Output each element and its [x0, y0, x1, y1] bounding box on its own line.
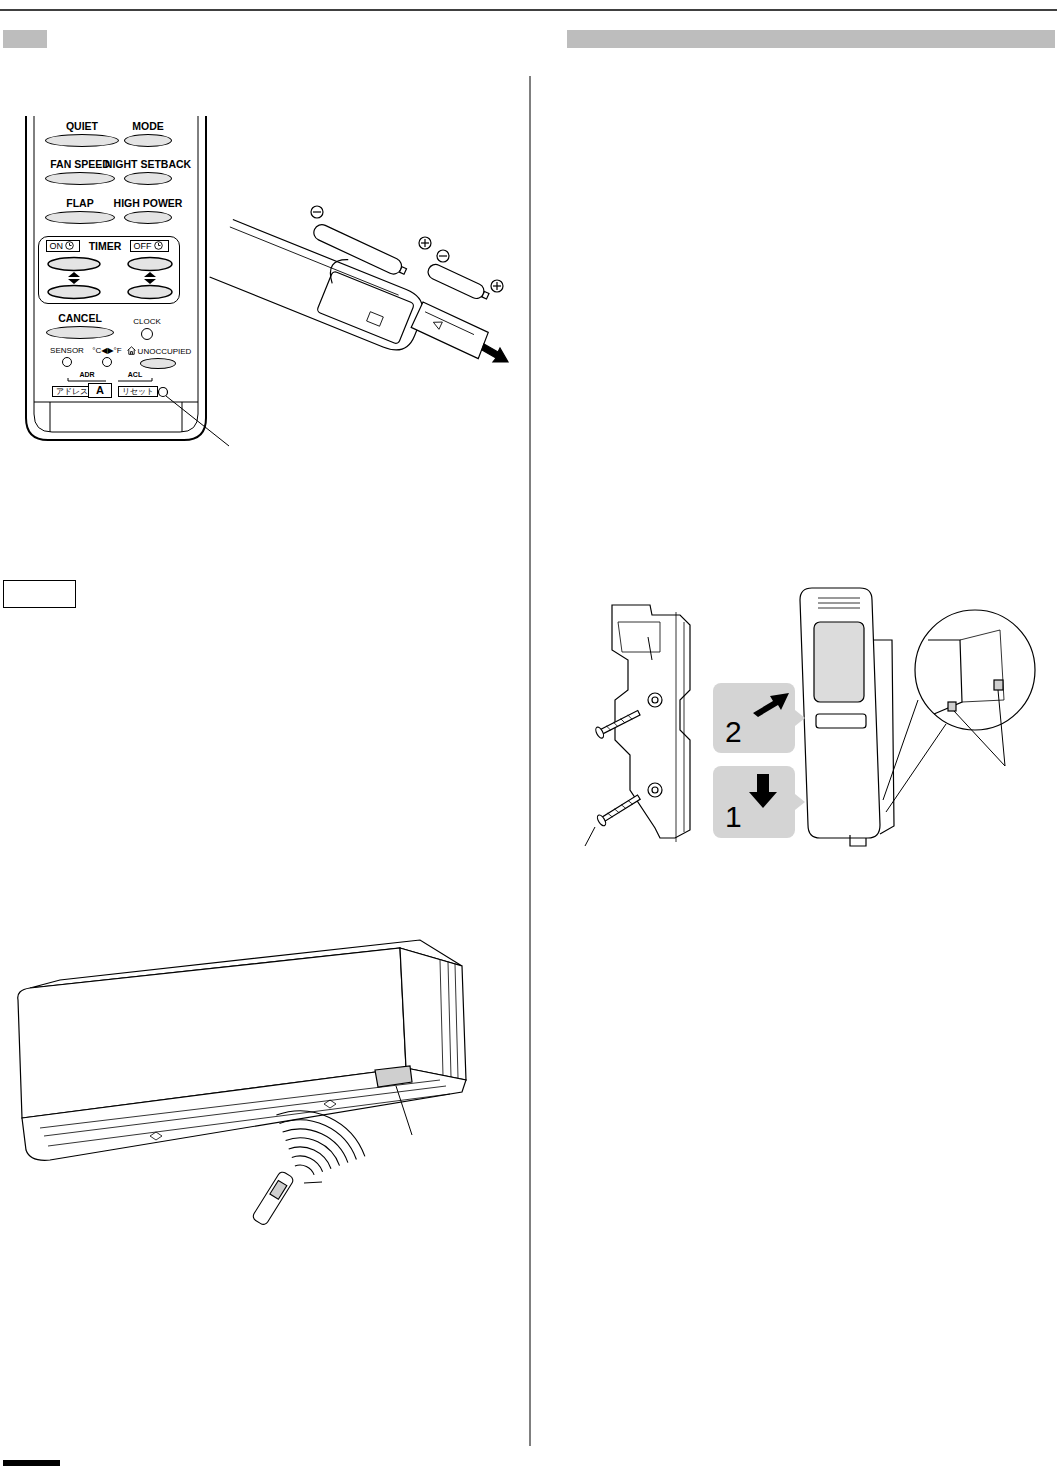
- clock-icon: [65, 241, 74, 250]
- button-caption: SENSOR: [50, 346, 84, 355]
- header-bar: [3, 30, 47, 48]
- button-label: °C◀▶°F: [92, 346, 121, 355]
- button-label: FAN SPEED: [50, 158, 110, 170]
- step-number-holder: 2: [725, 717, 742, 747]
- header-bar: [567, 30, 1055, 48]
- remote-button: UNOCCUPIED: [125, 346, 192, 369]
- button-oval: [124, 211, 172, 224]
- home-icon: [127, 346, 136, 355]
- column-divider: [530, 76, 531, 1446]
- remote-button: FAN SPEED: [45, 158, 115, 185]
- key-label: ON: [50, 241, 64, 251]
- button-oval: [140, 358, 176, 369]
- key-box: アドレス: [52, 386, 92, 397]
- button-round: [62, 357, 72, 367]
- key-box: リセット: [118, 386, 158, 397]
- indoor-unit: [18, 940, 466, 1160]
- button-label: SENSOR: [50, 346, 84, 355]
- button-label: CANCEL: [58, 312, 102, 324]
- remote-button: MODE: [124, 120, 172, 147]
- remote-button: QUIET: [45, 120, 119, 147]
- key-label: アドレス: [56, 387, 88, 396]
- round-button: SENSOR: [50, 346, 84, 367]
- button-oval: [46, 326, 114, 339]
- button-caption: UNOCCUPIED: [125, 346, 192, 356]
- button-caption: MODE: [124, 120, 172, 132]
- remote-button: HIGH POWER: [114, 197, 183, 224]
- button-caption: FAN SPEED: [45, 158, 115, 170]
- group-title: TIMER: [89, 240, 122, 252]
- button-oval: [45, 211, 115, 224]
- button-caption: °C◀▶°F: [92, 346, 121, 355]
- key-box: A: [88, 383, 112, 398]
- button-label: HIGH POWER: [114, 197, 183, 209]
- switch-label: ACL: [128, 371, 142, 379]
- step-number: 1: [725, 800, 742, 833]
- holder-illustration: [585, 588, 1035, 846]
- small-remote: [251, 1170, 322, 1226]
- button-oval: [124, 134, 172, 147]
- note-box: [4, 581, 76, 608]
- button-oval: [45, 134, 119, 147]
- switch-label: ADR: [79, 371, 94, 379]
- button-label: UNOCCUPIED: [138, 347, 192, 356]
- button-label: MODE: [132, 120, 164, 132]
- button-caption: QUIET: [45, 120, 119, 132]
- key-box: ON: [46, 240, 81, 252]
- battery-illustration: [210, 206, 508, 362]
- button-round: [102, 357, 112, 367]
- clock-icon: [154, 241, 163, 250]
- remote-button: CANCEL: [46, 312, 114, 339]
- signal-waves: [276, 1111, 365, 1175]
- button-caption: HIGH POWER: [114, 197, 183, 209]
- footer-bar: [3, 1460, 60, 1466]
- button-oval: [45, 172, 115, 185]
- button-label: CLOCK: [133, 317, 161, 326]
- key-label: OFF: [134, 241, 152, 251]
- key-label: A: [96, 384, 104, 396]
- step-box: 2: [713, 683, 795, 753]
- button-caption: FLAP: [45, 197, 115, 209]
- button-caption: NIGHT SETBACK: [105, 158, 191, 170]
- button-round: [141, 328, 153, 340]
- step-box: 1: [713, 766, 795, 838]
- step-number: 2: [725, 715, 742, 748]
- top-rule: [0, 9, 1057, 11]
- button-label: QUIET: [66, 120, 98, 132]
- round-button: CLOCK: [133, 317, 161, 340]
- round-button: °C◀▶°F: [92, 346, 121, 367]
- timer-panel: TIMER ON OFF: [38, 236, 180, 304]
- step-number-holder: 1: [725, 802, 742, 832]
- button-caption: CANCEL: [46, 312, 114, 324]
- button-label: NIGHT SETBACK: [105, 158, 191, 170]
- button-caption: CLOCK: [133, 317, 161, 326]
- key-label: リセット: [122, 387, 154, 396]
- button-oval: [124, 172, 172, 185]
- remote-front: [26, 116, 229, 446]
- remote-button: FLAP: [45, 197, 115, 224]
- button-label: FLAP: [66, 197, 93, 209]
- remote-button: NIGHT SETBACK: [105, 158, 191, 185]
- key-box: OFF: [130, 240, 169, 252]
